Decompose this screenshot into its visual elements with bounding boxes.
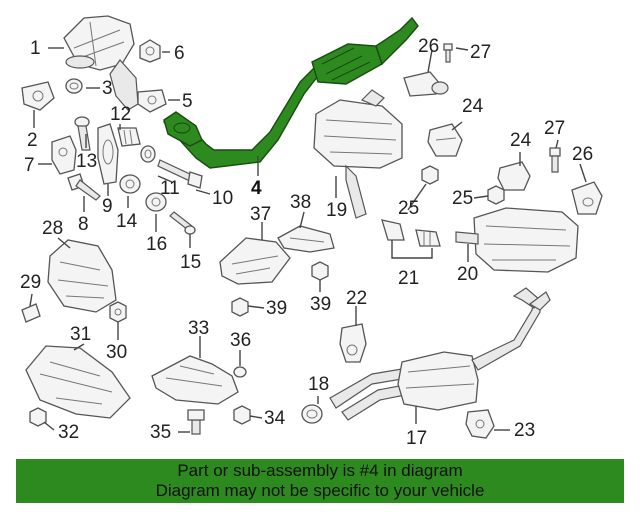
part-2-gasket[interactable]: [21, 81, 55, 111]
part-13-bolt[interactable]: [74, 116, 91, 151]
callout-25b[interactable]: 25: [452, 188, 473, 209]
part-39-nut-a[interactable]: [231, 297, 249, 317]
callout-15[interactable]: 15: [180, 252, 201, 273]
leader-lines: [29, 47, 587, 433]
notice-line-part-number: Part or sub-assembly is #4 in diagram: [177, 461, 463, 480]
part-23-hanger[interactable]: [465, 409, 495, 439]
part-37-heat-shield[interactable]: [219, 237, 291, 285]
part-39-nut-b[interactable]: [311, 261, 329, 281]
part-18-clamp[interactable]: [301, 404, 323, 424]
callout-27b[interactable]: 27: [544, 118, 565, 139]
callout-5[interactable]: 5: [182, 91, 193, 112]
callout-18[interactable]: 18: [308, 374, 329, 395]
callout-38[interactable]: 38: [290, 192, 311, 213]
callout-8[interactable]: 8: [78, 214, 89, 235]
part-7-bracket[interactable]: [51, 135, 77, 175]
part-35-bolt[interactable]: [187, 409, 205, 435]
part-10-bolt[interactable]: [157, 159, 203, 189]
part-25-nut-b[interactable]: [487, 185, 505, 205]
callout-2[interactable]: 2: [27, 130, 38, 151]
part-26-hanger-right[interactable]: [571, 181, 603, 215]
part-33-heat-shield[interactable]: [151, 355, 239, 405]
callout-26b[interactable]: 26: [572, 144, 593, 165]
callout-4[interactable]: 4: [251, 178, 262, 199]
part-38-bracket[interactable]: [277, 225, 335, 253]
callout-32[interactable]: 32: [58, 422, 79, 443]
part-22-hanger[interactable]: [339, 323, 367, 363]
callout-21[interactable]: 21: [398, 268, 419, 289]
callout-16[interactable]: 16: [146, 234, 167, 255]
callout-24a[interactable]: 24: [462, 96, 484, 117]
part-30-nut[interactable]: [109, 301, 127, 323]
callout-25a[interactable]: 25: [398, 198, 419, 219]
part-14-ring[interactable]: [119, 174, 141, 194]
notice-line-disclaimer: Diagram may not be specific to your vehi…: [155, 481, 485, 500]
part-27-bolt-right[interactable]: [549, 147, 561, 173]
callout-9[interactable]: 9: [102, 196, 113, 217]
callout-39a[interactable]: 39: [266, 298, 287, 319]
part-28-heat-shield[interactable]: [47, 239, 117, 313]
callout-30[interactable]: 30: [106, 342, 127, 363]
callout-labels: 1 2 3 4 5 6 7 8 9 10 11 12 13 14 15 16 1…: [20, 36, 593, 449]
part-4-front-pipe-highlight[interactable]: [162, 16, 419, 169]
callout-35[interactable]: 35: [150, 422, 171, 443]
part-21-clamp-b[interactable]: [415, 229, 441, 247]
callout-23[interactable]: 23: [514, 420, 535, 441]
callout-39b[interactable]: 39: [310, 294, 331, 315]
callout-22[interactable]: 22: [346, 288, 367, 309]
callout-24b[interactable]: 24: [510, 130, 532, 151]
part-3-ring[interactable]: [65, 78, 83, 94]
part-34-nut[interactable]: [233, 405, 251, 425]
callout-31[interactable]: 31: [70, 324, 91, 345]
callout-6[interactable]: 6: [174, 43, 185, 64]
callout-33[interactable]: 33: [188, 318, 209, 339]
part-27-bolt-top[interactable]: [443, 43, 453, 63]
callout-3[interactable]: 3: [102, 78, 113, 99]
callout-34[interactable]: 34: [264, 408, 286, 429]
part-26-hanger-top[interactable]: [403, 71, 449, 97]
callout-14[interactable]: 14: [116, 211, 138, 232]
callout-10[interactable]: 10: [212, 188, 233, 209]
exhaust-system-diagram: 1 2 3 4 5 6 7 8 9 10 11 12 13 14 15 16 1…: [20, 15, 603, 449]
callout-17[interactable]: 17: [406, 428, 427, 449]
callout-12[interactable]: 12: [110, 104, 131, 125]
notice-banner: Part or sub-assembly is #4 in diagram Di…: [16, 459, 624, 503]
callout-26a[interactable]: 26: [418, 36, 439, 57]
part-24-bracket-a[interactable]: [427, 123, 463, 157]
part-25-nut-a[interactable]: [421, 165, 439, 185]
part-21-clamp-a[interactable]: [381, 219, 405, 241]
part-32-nut[interactable]: [29, 407, 47, 427]
part-29-clip[interactable]: [21, 303, 41, 323]
part-11-ring[interactable]: [140, 145, 156, 163]
callout-13[interactable]: 13: [76, 151, 97, 172]
part-16-ring[interactable]: [145, 192, 167, 212]
part-9-clamp[interactable]: [97, 123, 119, 185]
part-8-bolt[interactable]: [67, 173, 101, 201]
callout-20[interactable]: 20: [457, 264, 478, 285]
part-6-nut[interactable]: [139, 39, 161, 63]
callout-27a[interactable]: 27: [470, 42, 491, 63]
callout-28[interactable]: 28: [42, 218, 63, 239]
callout-37[interactable]: 37: [250, 204, 271, 225]
callout-36[interactable]: 36: [230, 330, 251, 351]
part-24-bracket-b[interactable]: [497, 161, 531, 191]
part-20-rear-muffler[interactable]: [455, 207, 579, 273]
callout-11[interactable]: 11: [160, 178, 180, 199]
callout-7[interactable]: 7: [24, 155, 35, 176]
part-15-stud[interactable]: [169, 211, 196, 235]
callout-29[interactable]: 29: [20, 272, 41, 293]
part-31-heat-shield[interactable]: [25, 345, 131, 419]
part-12-sleeve[interactable]: [117, 127, 141, 147]
part-5-gasket[interactable]: [137, 89, 167, 113]
callout-19[interactable]: 19: [326, 200, 347, 221]
part-17-rear-exhaust[interactable]: [329, 287, 551, 421]
part-36-nut[interactable]: [233, 366, 247, 378]
part-19-center-muffler[interactable]: [313, 89, 403, 219]
callout-1[interactable]: 1: [30, 38, 41, 59]
part-1-manifold[interactable]: [63, 15, 139, 111]
